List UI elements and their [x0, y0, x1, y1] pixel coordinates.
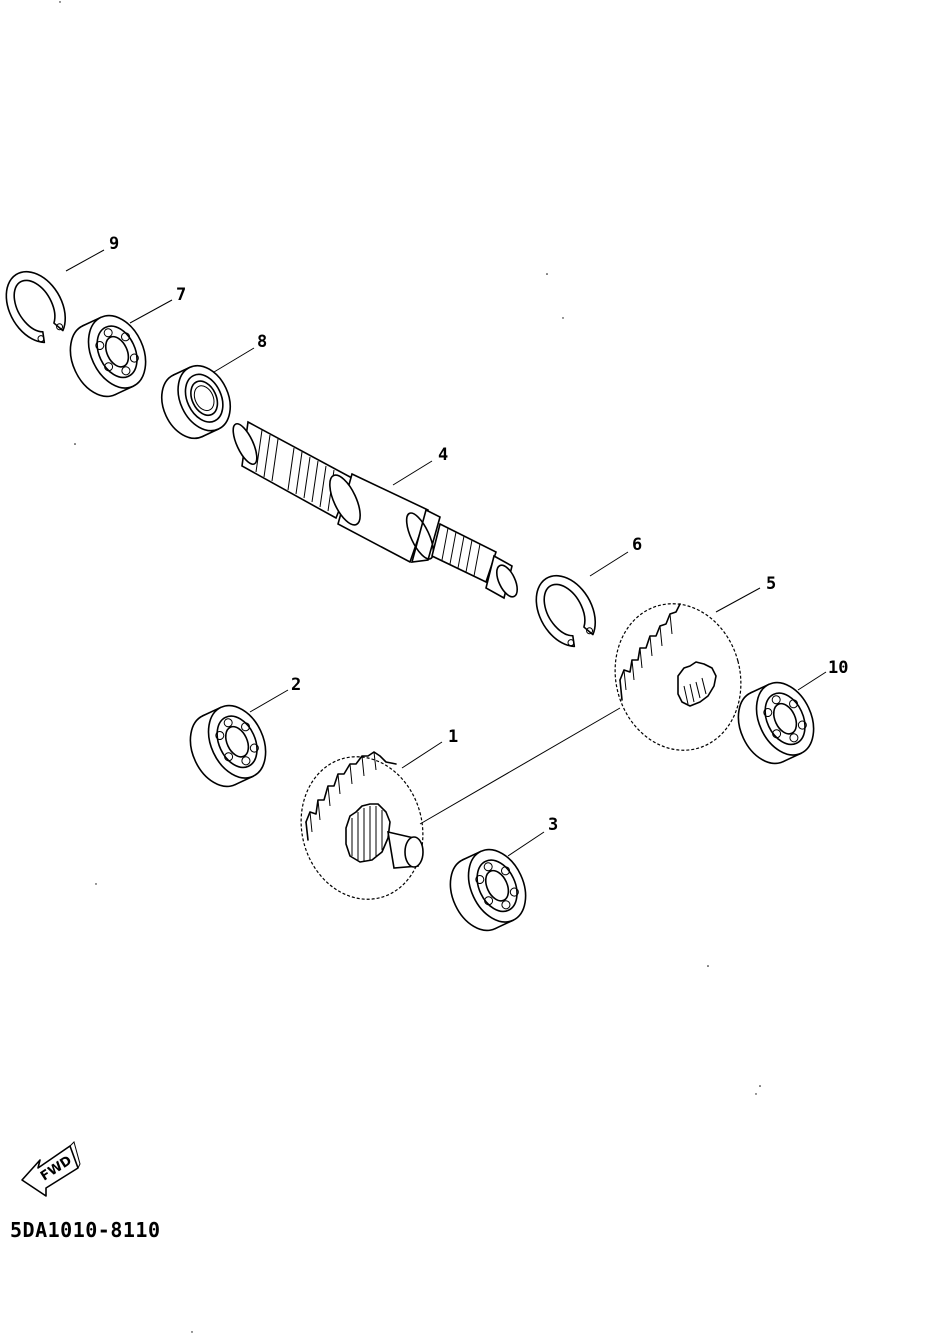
fwd-label: FWD — [38, 1153, 75, 1184]
bearing-7 — [69, 314, 147, 398]
callout-5: 5 — [766, 574, 776, 594]
leader-3 — [507, 831, 545, 857]
callout-8: 8 — [257, 332, 267, 352]
callout-1: 1 — [448, 727, 458, 747]
callout-2: 2 — [291, 675, 301, 695]
leader-6 — [589, 551, 629, 577]
gear-5 — [614, 603, 742, 751]
leader-5 — [715, 587, 761, 613]
leader-10 — [797, 671, 827, 691]
shaft-4 — [232, 420, 519, 600]
callout-4: 4 — [438, 445, 448, 465]
circlip-9 — [5, 270, 67, 344]
bearing-8 — [160, 364, 232, 440]
callout-3: 3 — [548, 815, 558, 835]
bearing-2 — [189, 704, 267, 788]
callout-7: 7 — [176, 285, 186, 305]
leader-9 — [65, 249, 105, 272]
bearing-10 — [737, 681, 815, 765]
callout-10: 10 — [828, 658, 848, 678]
leader-8 — [213, 347, 255, 373]
callout-6: 6 — [632, 535, 642, 555]
fwd-arrow-icon: FWD — [21, 1141, 81, 1197]
bearing-3 — [449, 848, 527, 932]
leader-2 — [249, 689, 289, 713]
part-code: 5DA1010-8110 — [10, 1218, 161, 1242]
circlip-6 — [535, 574, 597, 648]
leader-1 — [401, 741, 443, 769]
callout-9: 9 — [109, 234, 119, 254]
gear-1 — [300, 707, 621, 900]
leader-4 — [392, 460, 433, 486]
scan-specks — [59, 1, 761, 1333]
leader-7 — [129, 299, 173, 324]
